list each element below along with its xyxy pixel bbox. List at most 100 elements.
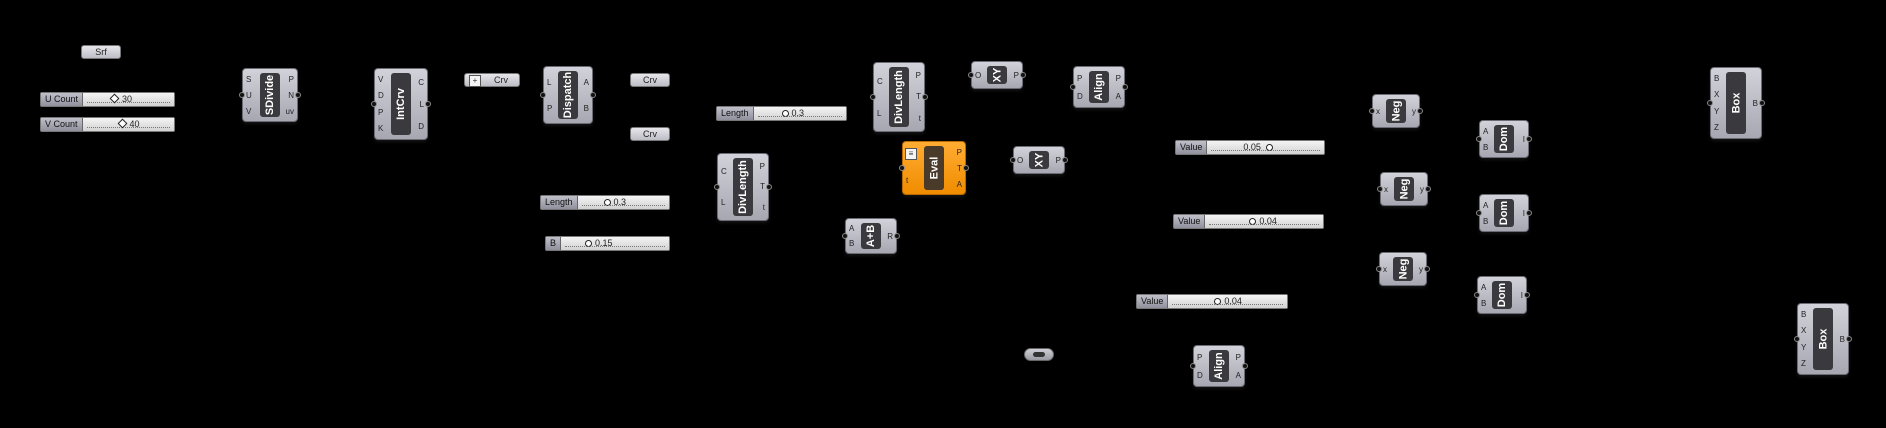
input-port[interactable]: C (877, 76, 883, 86)
output-grip-icon[interactable] (922, 94, 928, 100)
output-port[interactable]: A (1235, 370, 1241, 380)
slider-grip-icon[interactable] (603, 199, 611, 206)
input-port[interactable]: x (1376, 106, 1380, 116)
output-port[interactable]: t (762, 203, 765, 213)
output-grip-icon[interactable] (295, 92, 301, 98)
srf-param[interactable]: Srf (81, 45, 121, 59)
slider-grip-icon[interactable] (109, 93, 120, 104)
input-grip-icon[interactable] (870, 94, 876, 100)
v-count-slider[interactable]: V Count 40 (40, 117, 175, 132)
relay-node[interactable] (1024, 348, 1054, 361)
input-port[interactable]: B (1483, 216, 1489, 226)
output-grip-icon[interactable] (1759, 100, 1765, 106)
output-port[interactable]: T (957, 163, 962, 173)
input-port[interactable]: O (1017, 155, 1024, 165)
output-port[interactable]: P (1235, 352, 1241, 362)
crv-param-input[interactable]: + Crv (464, 73, 520, 87)
input-grip-icon[interactable] (371, 101, 377, 107)
input-port[interactable]: V (246, 106, 252, 116)
input-port[interactable]: D (1077, 91, 1083, 101)
output-port[interactable]: N (288, 90, 294, 100)
value-slider-c[interactable]: Value 0.04 (1136, 294, 1288, 309)
input-grip-icon[interactable] (1190, 363, 1196, 369)
b-slider[interactable]: B 0.15 (545, 236, 670, 251)
output-port[interactable]: P (1013, 70, 1019, 80)
input-port[interactable]: Z (1714, 123, 1719, 133)
output-grip-icon[interactable] (1020, 72, 1026, 78)
output-port[interactable]: y (1419, 264, 1423, 274)
output-grip-icon[interactable] (766, 184, 772, 190)
input-port[interactable]: K (378, 124, 384, 134)
output-port[interactable]: P (759, 161, 765, 171)
input-grip-icon[interactable] (1369, 108, 1375, 114)
output-port[interactable]: B (1839, 334, 1845, 344)
input-grip-icon[interactable] (1474, 292, 1480, 298)
output-port[interactable]: A (956, 179, 962, 189)
slider-track[interactable]: 40 (82, 118, 174, 131)
length-slider-a[interactable]: Length 0.3 (716, 106, 847, 121)
length-slider-b[interactable]: Length 0.3 (540, 195, 670, 210)
output-port[interactable]: B (583, 103, 589, 113)
output-port[interactable]: P (1115, 73, 1121, 83)
u-count-slider[interactable]: U Count 30 (40, 92, 175, 107)
value-slider-a[interactable]: Value 0.05 (1175, 140, 1325, 155)
input-grip-icon[interactable] (1376, 266, 1382, 272)
output-port[interactable]: B (1752, 98, 1758, 108)
output-port[interactable]: R (887, 231, 893, 241)
input-port[interactable]: t (906, 175, 909, 185)
input-grip-icon[interactable] (1476, 136, 1482, 142)
input-port[interactable]: P (1197, 352, 1203, 362)
slider-track[interactable]: 0.05 (1207, 141, 1324, 154)
output-grip-icon[interactable] (1846, 336, 1852, 342)
output-port[interactable]: uv (285, 106, 294, 116)
output-grip-icon[interactable] (894, 233, 900, 239)
output-grip-icon[interactable] (1524, 292, 1530, 298)
input-port[interactable]: A (1481, 282, 1487, 292)
output-port[interactable]: T (916, 92, 921, 102)
evaluate-curve-component[interactable]: CtEvalPTA≡ (899, 141, 969, 195)
slider-grip-icon[interactable] (117, 118, 127, 129)
input-port[interactable]: V (378, 74, 384, 84)
input-port[interactable]: S (246, 74, 252, 84)
input-port[interactable]: Y (1801, 342, 1807, 352)
input-grip-icon[interactable] (968, 72, 974, 78)
output-port[interactable]: y (1412, 106, 1416, 116)
slider-grip-icon[interactable] (585, 240, 593, 247)
input-grip-icon[interactable] (1794, 336, 1800, 342)
output-grip-icon[interactable] (963, 165, 969, 171)
crv-param-a[interactable]: Crv (630, 73, 670, 87)
output-port[interactable]: A (583, 77, 589, 87)
input-port[interactable]: P (378, 107, 384, 117)
input-port[interactable]: B (849, 239, 855, 248)
output-grip-icon[interactable] (590, 92, 596, 98)
slider-grip-icon[interactable] (1249, 218, 1257, 225)
input-grip-icon[interactable] (1476, 210, 1482, 216)
input-port[interactable]: O (975, 70, 982, 80)
value-slider-b[interactable]: Value 0.04 (1173, 214, 1324, 229)
output-grip-icon[interactable] (425, 101, 431, 107)
output-grip-icon[interactable] (1122, 84, 1128, 90)
output-port[interactable]: I (1522, 134, 1525, 144)
output-port[interactable]: P (956, 147, 962, 157)
output-grip-icon[interactable] (1242, 363, 1248, 369)
input-port[interactable]: P (547, 103, 553, 113)
menu-icon[interactable]: ≡ (905, 148, 917, 160)
input-port[interactable]: B (1801, 309, 1807, 319)
output-grip-icon[interactable] (1424, 266, 1430, 272)
input-port[interactable]: x (1383, 264, 1387, 274)
slider-track[interactable]: 0.15 (561, 237, 669, 250)
output-port[interactable]: t (918, 113, 921, 123)
input-grip-icon[interactable] (1010, 157, 1016, 163)
output-port[interactable]: I (1522, 208, 1525, 218)
input-port[interactable]: A (1483, 126, 1489, 136)
output-grip-icon[interactable] (1425, 186, 1431, 192)
output-grip-icon[interactable] (1417, 108, 1423, 114)
